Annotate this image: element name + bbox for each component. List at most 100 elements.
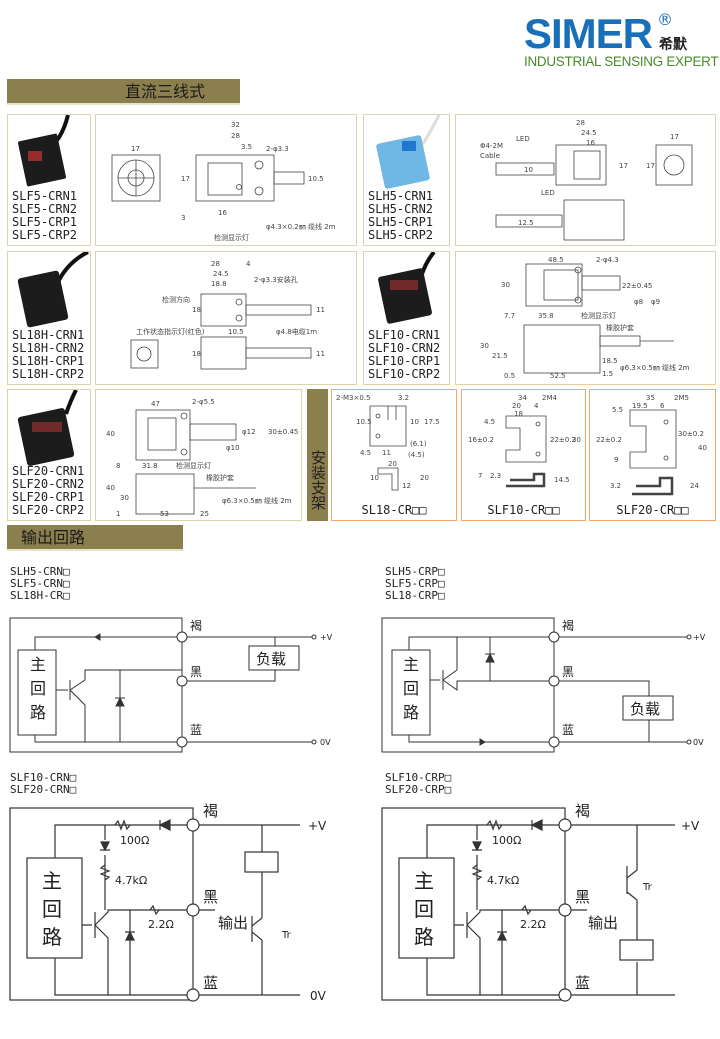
text-label: φ8	[634, 298, 643, 306]
text-label: 2-φ3.3安装孔	[254, 275, 298, 284]
text-label: 30	[572, 436, 581, 444]
brand-tagline: INDUSTRIAL SENSING EXPERT	[524, 54, 719, 69]
text-label: 黑	[562, 665, 574, 679]
text-label: SLH5-CRP□	[385, 565, 445, 578]
bracket-section-label: 安装支架	[307, 389, 328, 521]
sensor-photo	[17, 250, 89, 328]
text-label: 回	[42, 897, 62, 921]
text-label: 负载	[256, 650, 286, 668]
text-label: 输出	[218, 914, 248, 932]
text-label: SLF5-CRN□	[10, 577, 70, 590]
text-label: 24	[690, 482, 699, 490]
text-label: 17.5	[424, 418, 440, 426]
text-label: 0.5	[504, 372, 515, 380]
text-label: 31.8	[142, 462, 158, 470]
text-label: 53	[160, 510, 169, 518]
text-label: Φ4-2M	[480, 142, 503, 150]
bracket-model: SLF10-CR□□	[487, 503, 560, 517]
text-label: 主	[30, 655, 46, 674]
text-label: 0V	[693, 738, 704, 747]
text-label: 2.2Ω	[148, 918, 174, 931]
text-label: SLF10-CRN1	[368, 328, 441, 342]
text-label: 2-φ5.5	[192, 398, 215, 406]
text-label: 52.5	[550, 372, 566, 380]
text-label: 负载	[630, 700, 660, 718]
text-label: 7.7	[504, 312, 515, 320]
text-label: 40	[698, 444, 707, 452]
text-label: 17	[181, 175, 190, 183]
text-label: 褐	[562, 618, 574, 633]
text-label: SLF20-CRN□	[10, 783, 77, 796]
text-label: 9	[614, 456, 618, 464]
text-label: φ9	[651, 298, 660, 306]
text-label: 主	[414, 869, 434, 893]
text-label: 2M4	[542, 394, 557, 402]
text-label: 检测显示灯	[581, 311, 616, 320]
text-label: SL18H-CRN2	[12, 341, 85, 355]
text-label: 路	[42, 925, 62, 949]
sensor-photo	[17, 389, 78, 466]
text-label: 路	[414, 925, 434, 949]
text-label: SLF20-CRP□	[385, 783, 452, 796]
brand-cn: 希默	[659, 37, 687, 53]
text-label: SLF20-CRP2	[12, 503, 85, 517]
text-label: 主	[403, 655, 419, 674]
text-label: 3.2	[398, 394, 409, 402]
text-label: 4	[534, 402, 539, 410]
text-label: 28	[211, 260, 220, 268]
text-label: φ10	[226, 444, 240, 452]
circuit-2-models: SLH5-CRP□SLF5-CRP□SL18-CRP□	[385, 566, 445, 602]
text-label: 17	[646, 162, 655, 170]
text-label: 2.2Ω	[520, 918, 546, 931]
text-label: 22±0.45	[622, 282, 652, 290]
circuit-npn-small: 主回路 褐黑蓝 +V0V 负载	[9, 617, 333, 753]
text-label: 2M5	[674, 394, 689, 402]
text-label: 7	[478, 472, 482, 480]
text-label: 检测显示灯	[176, 461, 211, 470]
text-label: 10.5	[356, 418, 372, 426]
text-label: 回	[30, 679, 46, 698]
text-label: SLH5-CRN2	[368, 202, 434, 216]
text-label: 蓝	[203, 974, 218, 992]
text-label: 4.5	[360, 449, 371, 457]
text-label: SLH5-CRN□	[10, 565, 70, 578]
text-label: 5.5	[612, 406, 623, 414]
text-label: SLF20-CRN1	[12, 464, 85, 478]
text-label: +V	[320, 633, 333, 642]
text-label: 20	[420, 474, 429, 482]
text-label: 32	[231, 121, 240, 129]
text-label: 2-M3×0.5	[336, 394, 370, 402]
text-label: 16±0.2	[468, 436, 494, 444]
text-label: 11	[316, 306, 325, 314]
text-label: Tr	[642, 882, 653, 893]
text-label: 回	[403, 679, 419, 698]
text-label: φ4.3×0.2㎜ 缆线 2m	[266, 222, 336, 231]
circuit-4-models: SLF10-CRP□SLF20-CRP□	[385, 772, 451, 796]
text-label: SLF5-CRP1	[12, 215, 78, 229]
bracket-model: SL18-CR□□	[361, 503, 427, 517]
text-label: 褐	[203, 802, 218, 820]
text-label: SLF5-CRP□	[385, 577, 445, 590]
text-label: 10	[370, 474, 379, 482]
text-label: 黑	[203, 888, 218, 906]
text-label: 30	[501, 281, 510, 289]
text-label: 橡胶护套	[206, 473, 234, 482]
text-label: SLF10-CRP1	[368, 354, 441, 368]
text-label: 19.5	[632, 402, 648, 410]
text-label: φ6.3×0.5㎜ 缆线 2m	[222, 496, 292, 505]
text-label: 18	[514, 410, 523, 418]
text-label: 路	[403, 703, 419, 722]
text-label: +V	[681, 819, 700, 833]
text-label: LED	[516, 135, 530, 143]
text-label: +V	[693, 633, 706, 642]
text-label: 30±0.2	[678, 430, 704, 438]
section-header-output: 输出回路	[7, 525, 183, 551]
